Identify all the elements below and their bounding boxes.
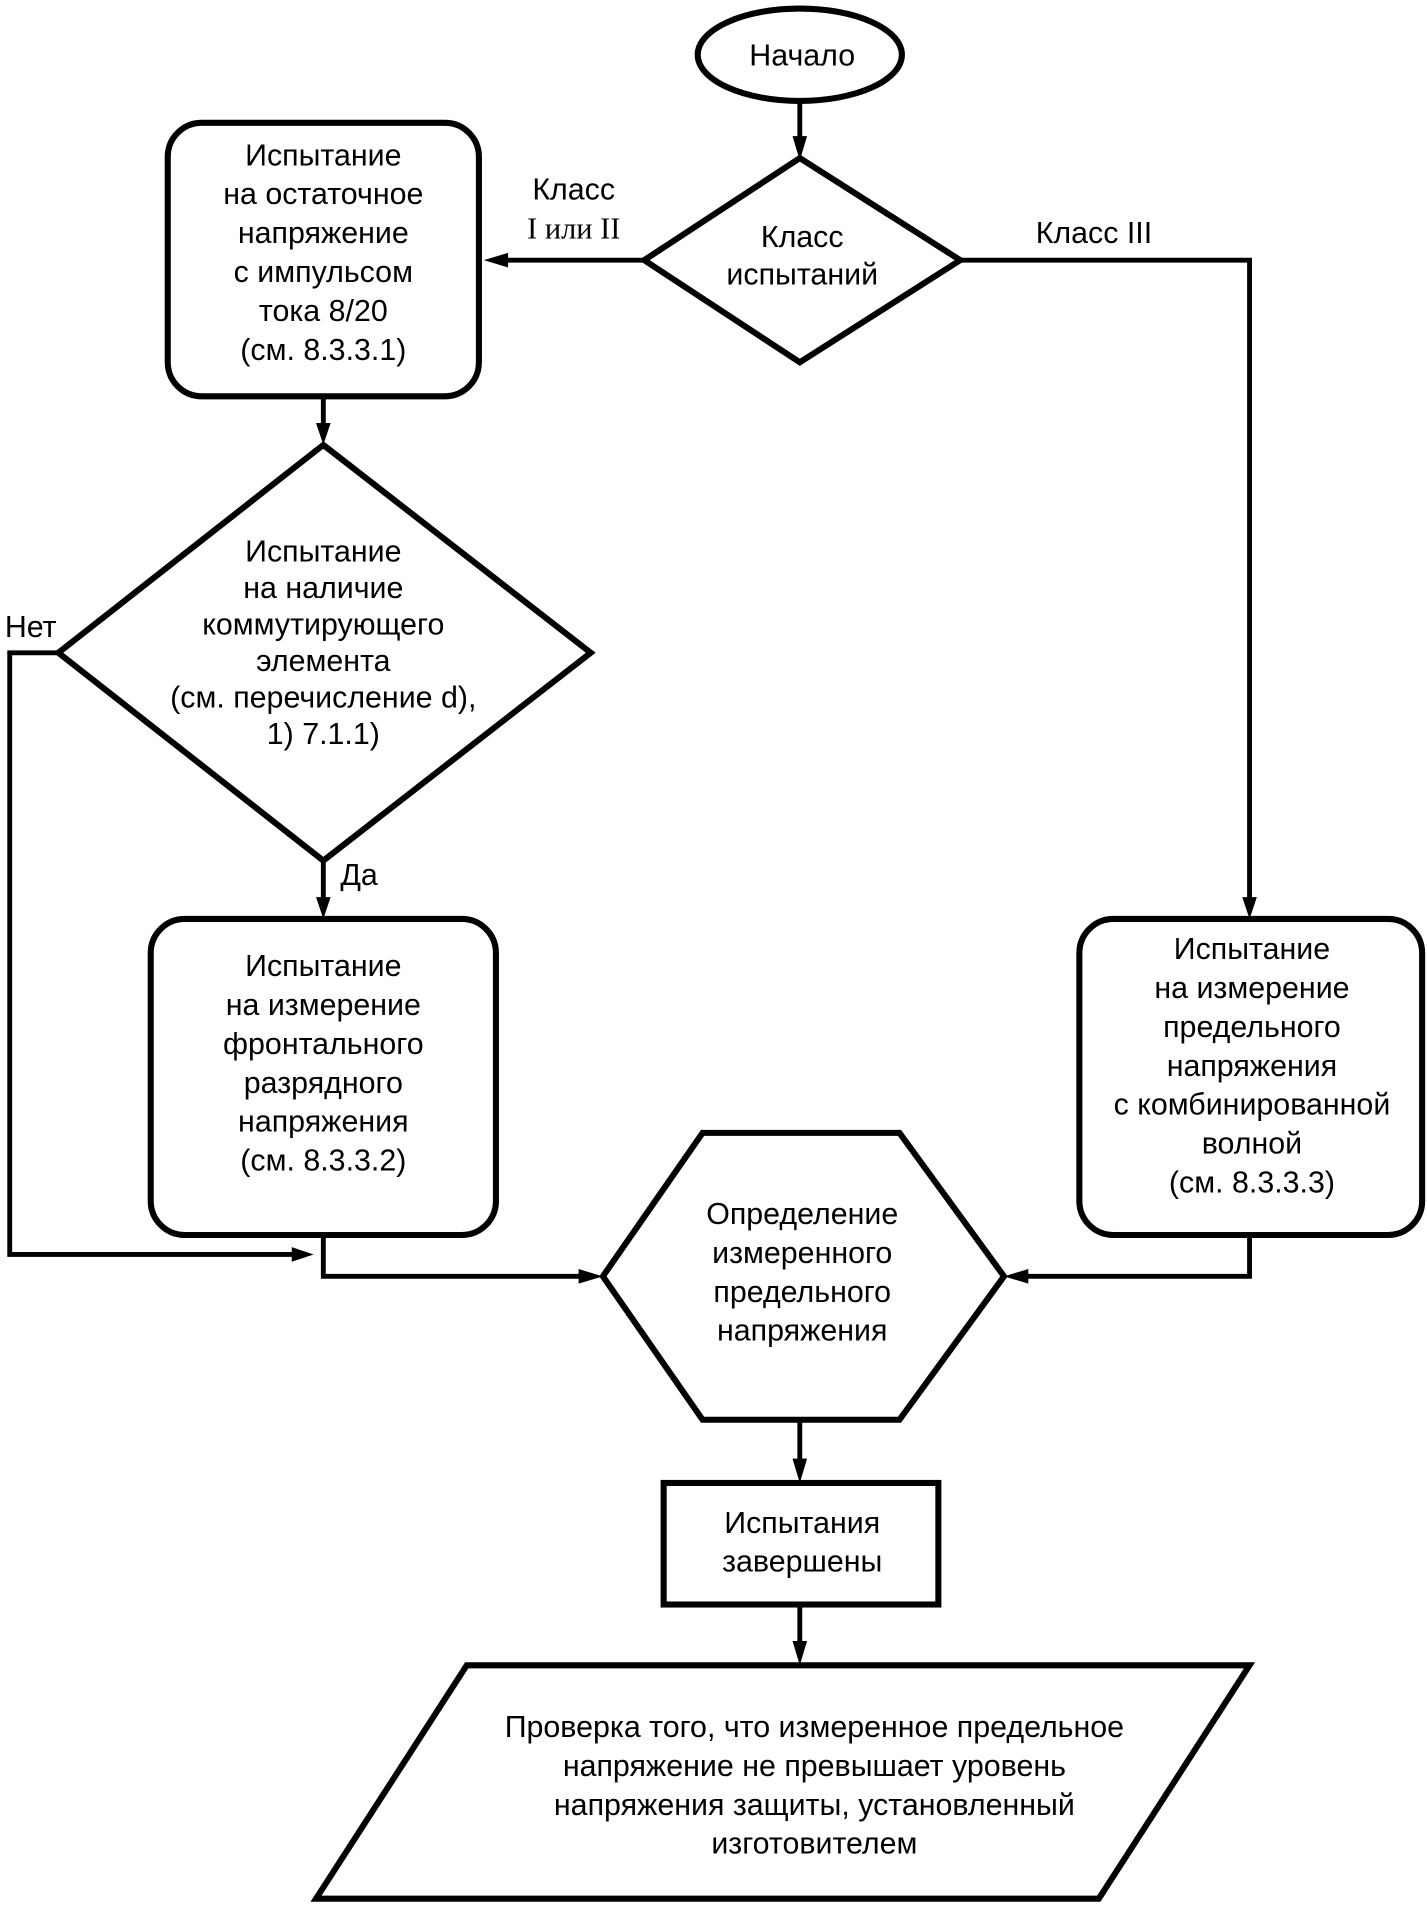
- arrowhead: [316, 897, 331, 919]
- front-test-label: разрядного: [244, 1066, 403, 1100]
- verify-label: Проверка того, что измеренное предельное: [505, 1710, 1124, 1744]
- residual-test-label: напряжение: [238, 216, 409, 250]
- determine-label: Определение: [706, 1197, 898, 1231]
- verify-label: изготовителем: [711, 1827, 917, 1861]
- front-test-label: фронтального: [223, 1027, 424, 1061]
- arrowhead: [483, 252, 509, 268]
- front-test-box: [147, 915, 499, 1239]
- determine-label: измеренного: [712, 1236, 892, 1270]
- residual-test-label: с импульсом: [234, 255, 413, 289]
- switch-decision-label: 1) 7.1.1): [267, 717, 380, 751]
- arrowhead: [792, 1640, 808, 1666]
- verify-parallelogram: [310, 1662, 1256, 1902]
- residual-test-label: на остаточное: [223, 177, 423, 211]
- front-test-label: на измерение: [226, 988, 421, 1022]
- edge-class-to-combo: [960, 257, 1252, 906]
- arrowhead: [792, 1458, 808, 1483]
- arrowhead: [792, 136, 808, 161]
- combo-test-label: (см. 8.3.3.3): [1169, 1165, 1335, 1199]
- arrowhead: [1004, 1269, 1029, 1284]
- residual-test-label: тока 8/20: [259, 294, 388, 328]
- front-test-label: (см. 8.3.3.2): [240, 1144, 406, 1178]
- edge-label-class-3: Класс III: [1036, 216, 1152, 250]
- combo-test-label: на измерение: [1154, 971, 1349, 1005]
- combo-test-label: напряжения: [1167, 1049, 1338, 1083]
- start-terminal: [694, 5, 905, 104]
- edge-label-no: Нет: [5, 610, 57, 644]
- arrowhead: [578, 1269, 603, 1284]
- switch-decision-label: коммутирующего: [202, 608, 444, 642]
- verify-label: напряжение не превышает уровень: [563, 1749, 1066, 1783]
- verify-label: напряжения защиты, установленный: [554, 1788, 1075, 1822]
- arrowhead: [316, 423, 331, 445]
- edge-combo-to-determine: [1023, 1234, 1252, 1279]
- determine-label: напряжения: [717, 1314, 888, 1348]
- edge-switch-no: [7, 650, 298, 1257]
- done-box: [660, 1479, 942, 1608]
- connectors: [7, 102, 1257, 1666]
- residual-test-label: Испытание: [245, 138, 401, 172]
- switch-decision-label: (см. перечисление d),: [170, 680, 476, 714]
- switch-decision-label: на наличие: [243, 571, 403, 605]
- determine-hexagon: [599, 1129, 1008, 1423]
- residual-test-label: (см. 8.3.3.1): [240, 333, 406, 367]
- residual-test-box: [164, 119, 482, 400]
- combo-test-box: [1076, 915, 1426, 1239]
- determine-label: предельного: [713, 1275, 891, 1309]
- edge-label-yes: Да: [340, 858, 378, 892]
- combo-test-label: Испытание: [1174, 932, 1330, 966]
- front-test-label: напряжения: [238, 1105, 409, 1139]
- done-label: завершены: [722, 1545, 882, 1579]
- class-decision-label: испытаний: [726, 257, 878, 291]
- edge-label-class-1-2: Класс: [532, 172, 615, 206]
- edge-front-to-determine: [320, 1234, 584, 1279]
- switch-decision-label: Испытание: [245, 535, 401, 569]
- arrowhead: [1242, 897, 1257, 919]
- switch-decision: [53, 441, 596, 865]
- combo-test-label: с комбинированной: [1114, 1088, 1391, 1122]
- combo-test-label: предельного: [1163, 1010, 1341, 1044]
- combo-test-label: волной: [1202, 1127, 1302, 1161]
- class-decision: [638, 154, 966, 366]
- arrowhead: [291, 1247, 314, 1262]
- class-decision-label: Класс: [761, 220, 844, 254]
- edge-label-class-1-2: I или II: [527, 211, 620, 245]
- done-label: Испытания: [724, 1506, 880, 1540]
- switch-decision-label: элемента: [256, 644, 391, 678]
- start-label: Начало: [749, 39, 855, 73]
- front-test-label: Испытание: [245, 949, 401, 983]
